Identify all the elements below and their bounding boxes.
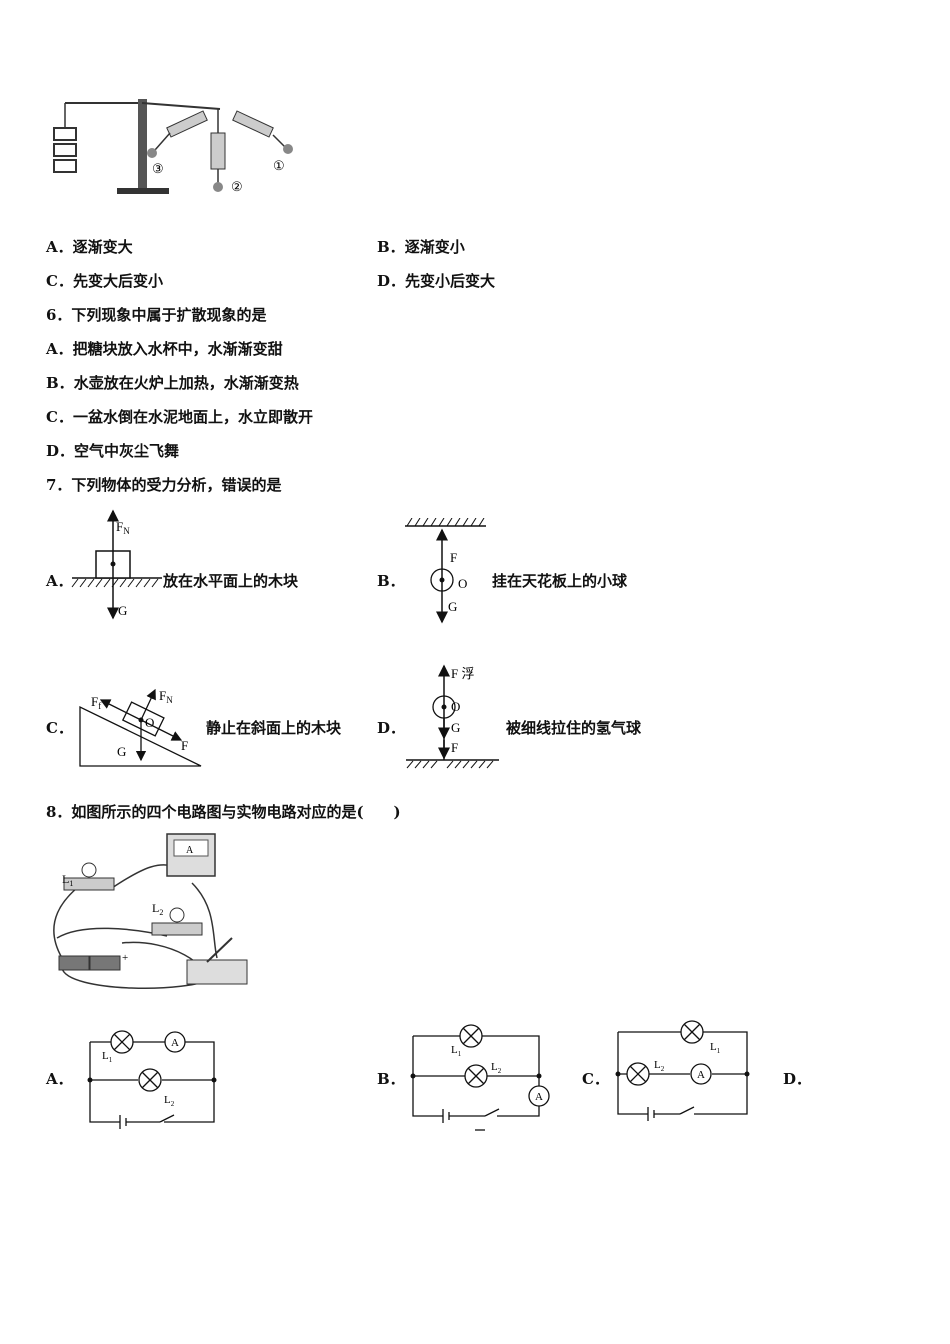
q7-option-d-caption: 被细线拉住的氢气球 [506, 719, 642, 737]
q5-label-three: ③ [152, 161, 164, 176]
q7-d-label-f: F [451, 740, 458, 755]
option-text: 逐渐变大 [72, 238, 133, 256]
q7-c-label-ff: Ff [91, 694, 101, 711]
q7-c-label-o: O [145, 715, 154, 730]
q7-c-label-fn: FN [159, 688, 173, 705]
circuit-c-ammeter: A [697, 1069, 705, 1081]
photo-meter-label: A [186, 845, 194, 856]
q7-d-balloon-diagram: F 浮 O G F [406, 664, 499, 769]
photo-l1-label: L1 [62, 872, 73, 888]
q8-circuit-b: A L1 L2 [410, 1024, 550, 1131]
q8-circuit-c: A L1 L2 [615, 1020, 750, 1121]
q5-label-two: ② [231, 179, 243, 194]
option-letter: C． [46, 408, 73, 426]
option-letter: C． [46, 272, 73, 290]
circuit-a-l1: L1 [102, 1050, 113, 1064]
option-text: 一盆水倒在水泥地面上，水立即散开 [72, 408, 313, 426]
option-letter: B． [377, 238, 405, 256]
option-text: 先变小后变大 [405, 272, 496, 290]
circuit-a-ammeter: A [171, 1037, 179, 1049]
q6-option-d: D．空气中灰尘飞舞 [46, 440, 179, 461]
q8-physical-circuit-photo: A L1 L2 + [53, 833, 248, 989]
q7-c-label-g: G [117, 744, 126, 759]
q8-option-d-letter: D． [783, 1070, 812, 1088]
circuit-b-l2: L2 [491, 1061, 502, 1075]
option-text: 空气中灰尘飞舞 [74, 442, 180, 460]
q7-b-label-o: O [458, 576, 467, 591]
q6-option-a: A．把糖块放入水杯中，水渐渐变甜 [46, 338, 283, 359]
q5-label-one: ① [273, 158, 285, 173]
q5-option-a: A．逐渐变大 [46, 236, 133, 257]
q7-option-b-caption: 挂在天花板上的小球 [492, 572, 628, 590]
circuit-b-ammeter: A [535, 1091, 543, 1103]
q7-c-slope-diagram: Ff FN O G F [79, 688, 202, 767]
q7-b-ball-diagram: F O G [405, 518, 486, 624]
q7-c-label-f: F [181, 738, 188, 753]
q8-option-a-letter: A． [46, 1070, 73, 1088]
option-text: 水壶放在火炉上加热，水渐渐变热 [73, 374, 299, 392]
q7-d-label-o: O [451, 699, 460, 714]
q7-option-c-caption: 静止在斜面上的木块 [206, 719, 342, 737]
q7-b-label-f: F [450, 550, 457, 565]
circuit-b-l1: L1 [451, 1044, 462, 1058]
q7-option-d-letter: D． [377, 719, 406, 737]
option-letter: D． [377, 272, 406, 290]
q8-circuit-a: A L1 L2 [87, 1030, 217, 1129]
q7-a-block-diagram: FN G [71, 509, 162, 620]
circuit-a-l2: L2 [164, 1094, 175, 1108]
q8-option-c-letter: C． [582, 1070, 609, 1088]
q7-a-label-fn: FN [116, 519, 130, 536]
option-letter: D． [46, 442, 75, 460]
q5-option-c: C．先变大后变小 [46, 270, 163, 291]
option-letter: A． [46, 340, 73, 358]
circuit-c-l1: L1 [710, 1041, 721, 1055]
q7-d-label-fbuoy: F 浮 [451, 666, 474, 681]
q6-stem: 6．下列现象中属于扩散现象的是 [46, 306, 267, 324]
option-text: 先变大后变小 [72, 272, 163, 290]
photo-l2-label: L2 [152, 901, 163, 917]
q5-option-b: B．逐渐变小 [377, 236, 465, 257]
q5-lever-figure: ③ ② ① [53, 99, 293, 194]
q8-stem: 8．如图所示的四个电路图与实物电路对应的是( ) [46, 803, 401, 821]
option-letter: B． [46, 374, 74, 392]
q6-option-b: B．水壶放在火炉上加热，水渐渐变热 [46, 372, 299, 393]
q7-option-b-letter: B． [377, 572, 405, 590]
q7-b-label-g: G [448, 599, 457, 614]
q7-option-c-letter: C． [46, 719, 73, 737]
q7-d-label-g: G [451, 720, 460, 735]
q7-option-a-caption: 放在水平面上的木块 [163, 572, 299, 590]
circuit-c-l2: L2 [654, 1059, 665, 1073]
option-text: 把糖块放入水杯中，水渐渐变甜 [72, 340, 283, 358]
q8-option-b-letter: B． [377, 1070, 405, 1088]
q6-option-c: C．一盆水倒在水泥地面上，水立即散开 [46, 406, 313, 427]
photo-plus-label: + [122, 952, 128, 964]
q7-a-label-g: G [118, 603, 127, 618]
option-text: 逐渐变小 [404, 238, 465, 256]
q7-stem: 7．下列物体的受力分析，错误的是 [46, 476, 282, 494]
q7-option-a-letter: A． [46, 572, 73, 590]
option-letter: A． [46, 238, 73, 256]
q5-option-d: D．先变小后变大 [377, 270, 495, 291]
